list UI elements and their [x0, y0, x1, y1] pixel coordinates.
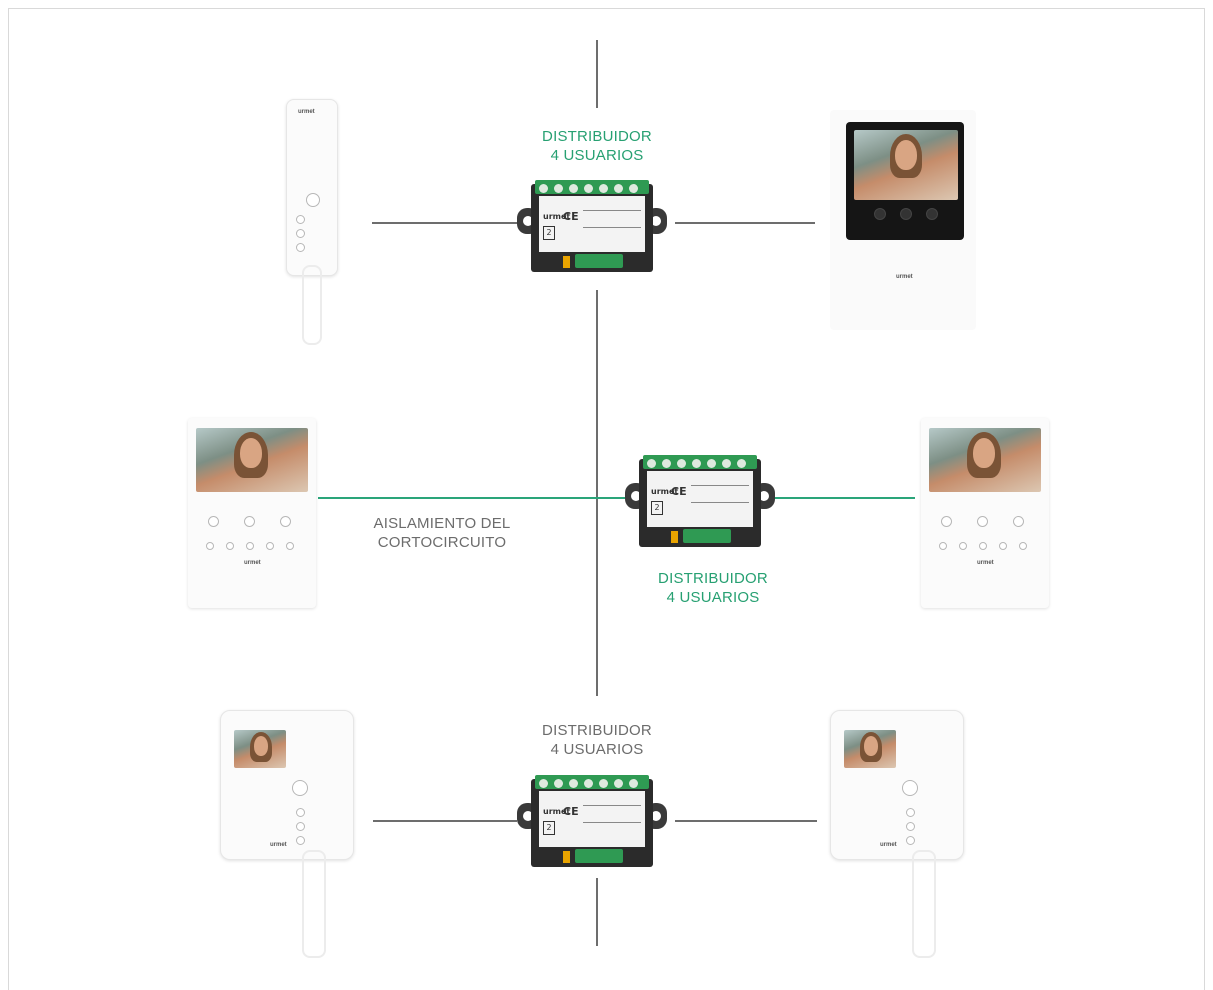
handset-cord: [302, 850, 326, 958]
bus-bottom-vertical: [596, 878, 598, 946]
caller-face: [895, 140, 917, 170]
ce-mark: CE: [671, 485, 687, 498]
bus-top-left-branch: [372, 222, 517, 224]
terminal-block: [535, 775, 649, 806]
caller-face: [973, 438, 995, 468]
handset-cord: [912, 850, 936, 958]
module-brand: urmet: [651, 487, 679, 496]
isolation-right-branch: [773, 497, 915, 499]
middle-distributor-module: urmet CE 2: [625, 455, 775, 551]
number-mark: 2: [543, 226, 555, 240]
module-label-plate: urmet CE 2: [539, 196, 645, 252]
number-mark: 2: [543, 821, 555, 835]
device-brand: urmet: [880, 842, 897, 848]
bus-central-vertical: [596, 290, 598, 696]
bottom-distributor-label: DISTRIBUIDOR 4 USUARIOS: [542, 722, 652, 758]
caller-face: [864, 736, 878, 756]
number-mark: 2: [651, 501, 663, 515]
device-brand: urmet: [298, 109, 315, 115]
module-label-plate: urmet CE 2: [647, 471, 753, 527]
device-brand: urmet: [244, 560, 261, 566]
bus-bottom-right-branch: [675, 820, 817, 822]
isolation-left-branch: [318, 497, 628, 499]
video-handset-left: urmet: [220, 710, 360, 960]
caller-face: [240, 438, 262, 468]
terminal-block: [643, 455, 757, 486]
caller-face: [254, 736, 268, 756]
terminal-block-bottom: [683, 529, 731, 543]
ce-mark: CE: [563, 805, 579, 818]
bus-top-right-branch: [675, 222, 815, 224]
middle-distributor-label: DISTRIBUIDOR 4 USUARIOS: [658, 570, 768, 606]
fuse: [563, 851, 570, 863]
fuse: [563, 256, 570, 268]
terminal-block-bottom: [575, 254, 623, 268]
bus-bottom-left-branch: [373, 820, 517, 822]
module-brand: urmet: [543, 212, 571, 221]
module-label-plate: urmet CE 2: [539, 791, 645, 847]
terminal-block-bottom: [575, 849, 623, 863]
module-brand: urmet: [543, 807, 571, 816]
bottom-distributor-module: urmet CE 2: [517, 775, 667, 871]
audio-intercom-handset: urmet: [282, 95, 362, 345]
ce-mark: CE: [563, 210, 579, 223]
diagram-frame: [8, 8, 1205, 990]
device-brand: urmet: [896, 274, 913, 280]
isolation-label: AISLAMIENTO DEL CORTOCIRCUITO: [373, 515, 511, 551]
video-monitor-black: urmet: [830, 110, 978, 332]
terminal-block: [535, 180, 649, 211]
device-brand: urmet: [270, 842, 287, 848]
video-monitor-white-right: urmet: [921, 418, 1051, 610]
video-handset-right: urmet: [830, 710, 970, 960]
top-distributor-label: DISTRIBUIDOR 4 USUARIOS: [542, 128, 652, 164]
video-monitor-white-left: urmet: [188, 418, 318, 610]
handset-cord: [302, 265, 322, 345]
bus-top-vertical: [596, 40, 598, 108]
fuse: [671, 531, 678, 543]
device-brand: urmet: [977, 560, 994, 566]
top-distributor-module: urmet CE 2: [517, 180, 667, 276]
